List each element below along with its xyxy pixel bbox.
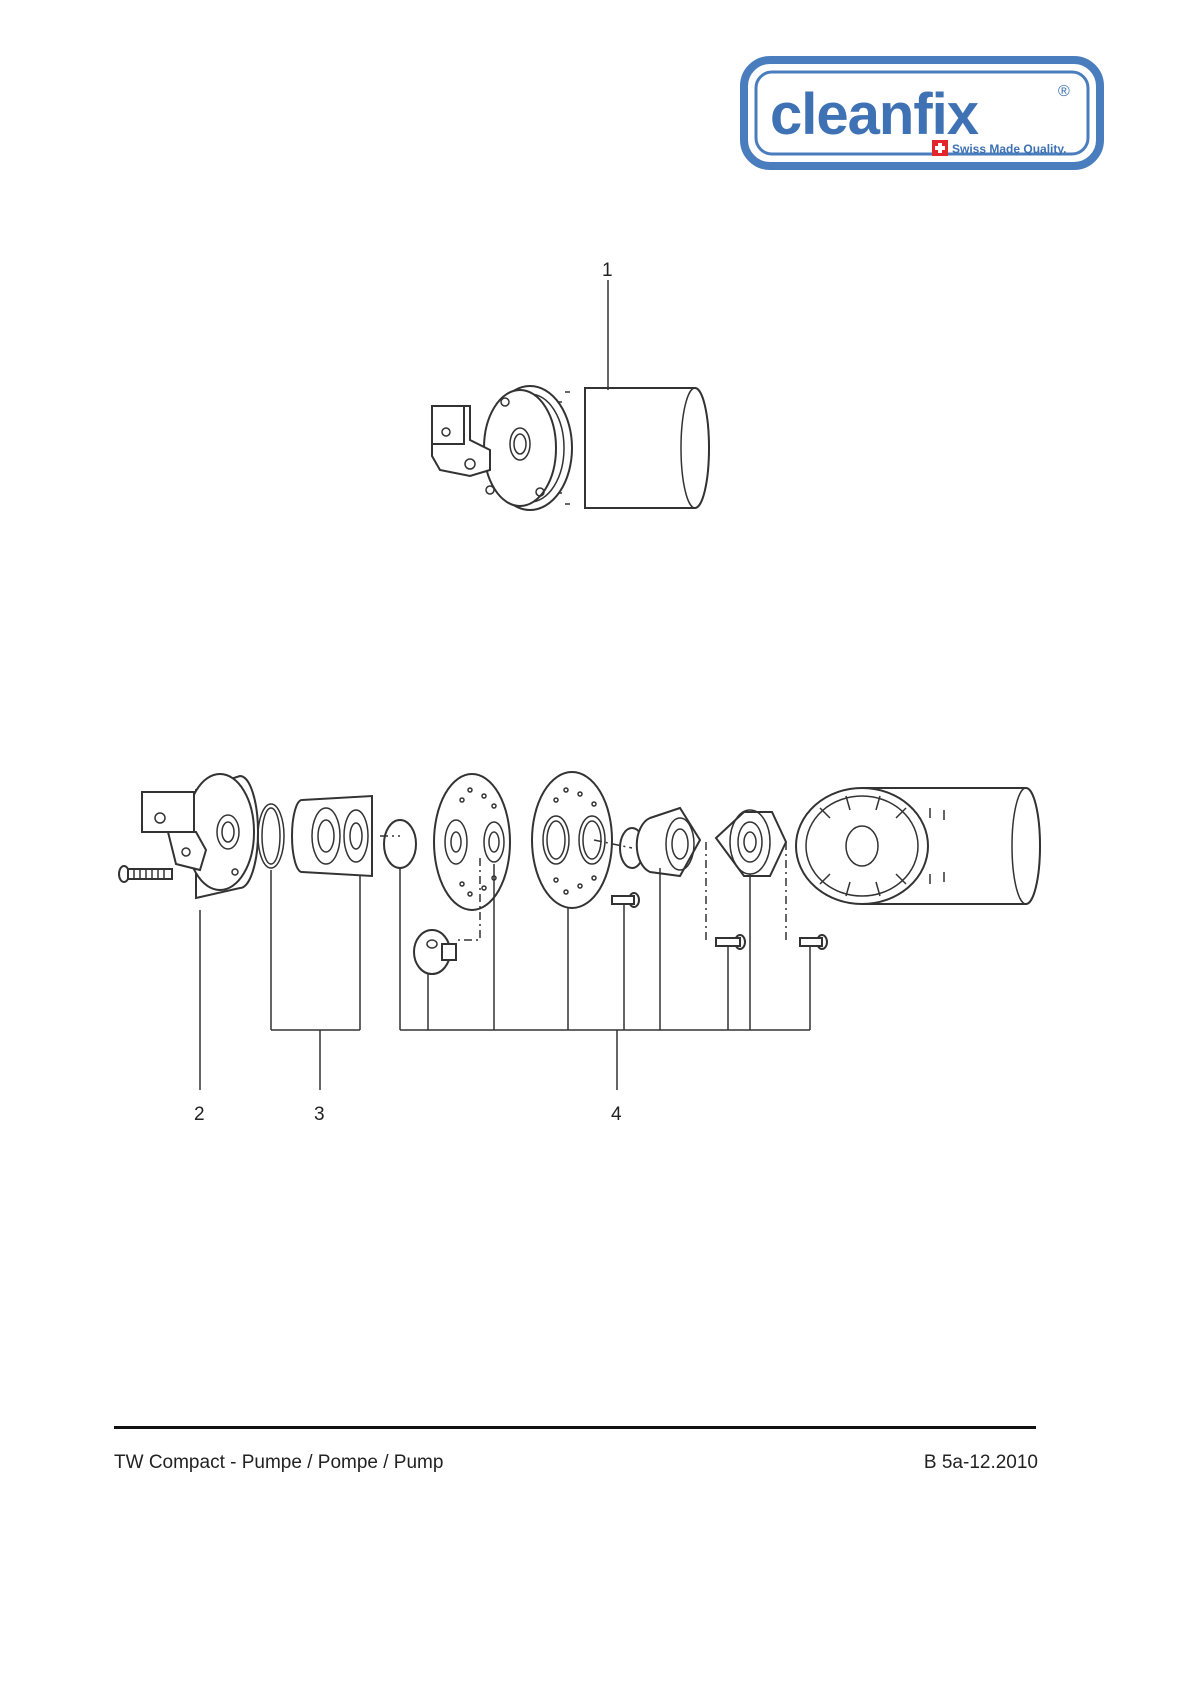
callout-2: 2 <box>194 1104 205 1125</box>
callout-3: 3 <box>314 1104 325 1125</box>
footer-rule <box>114 1426 1036 1429</box>
valve-body <box>292 796 372 876</box>
footer-code: B 5a-12.2010 <box>924 1452 1038 1474</box>
valve-cap <box>384 820 416 868</box>
check-valve <box>414 930 456 974</box>
wobble-plate <box>716 810 786 876</box>
callout-1: 1 <box>602 260 613 281</box>
footer-title: TW Compact - Pumpe / Pompe / Pump <box>114 1452 443 1474</box>
gasket-plate <box>532 772 612 908</box>
o-ring-inner <box>262 808 280 864</box>
small-screw <box>612 893 639 907</box>
callout-4: 4 <box>611 1104 622 1125</box>
assembled-pump <box>432 386 709 510</box>
screw <box>119 866 172 882</box>
piston <box>620 808 700 876</box>
motor-housing <box>796 788 1040 904</box>
diaphragm-plate <box>434 774 510 910</box>
exploded-view <box>119 772 1040 974</box>
